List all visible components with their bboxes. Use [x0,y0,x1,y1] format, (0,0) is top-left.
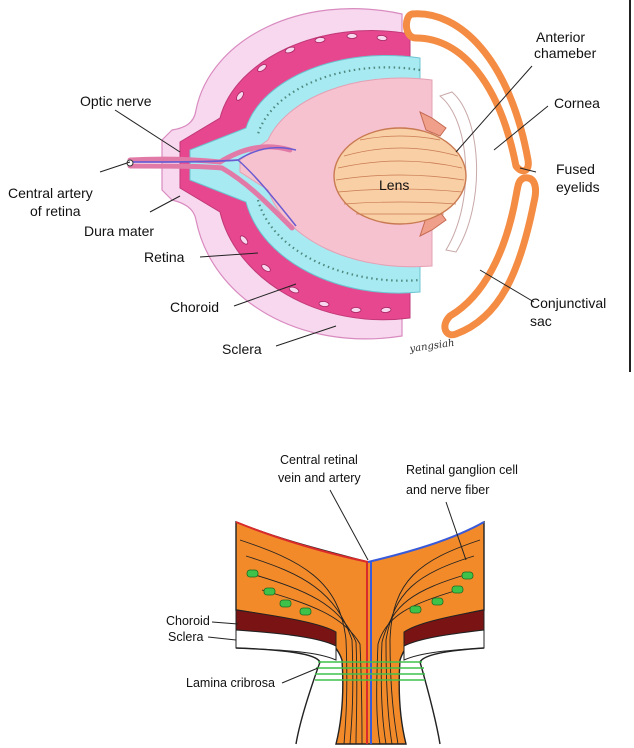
label-cornea: Cornea [554,95,600,111]
ganglion-cells [246,569,474,616]
eye-diagram: Optic nerve Central artery of retina Dur… [8,8,606,357]
choroid-vessels [236,33,392,313]
label-dura-mater: Dura mater [84,223,154,239]
artist-signature: yangsiah [408,338,455,355]
label-anterior-chamber-line2: chameber [534,45,597,61]
label-fused-eyelids-line1: Fused [556,161,595,177]
label-sclera: Sclera [222,341,262,357]
optic-disc-diagram: Central retinal vein and artery Retinal … [166,453,518,745]
artery-surface [235,521,369,563]
retinal-pigment-dots [256,66,421,282]
lamina-cribrosa [315,661,425,681]
label-retina: Retina [144,249,185,265]
eyelids [403,10,540,339]
disc-leader-lines [207,489,467,684]
nerve-sheath-right [419,647,485,745]
label-central-artery-line2: of retina [30,203,81,219]
label-ganglion-line1: Retinal ganglion cell [406,463,518,477]
lens-shape [333,127,467,225]
label-lens: Lens [379,177,409,193]
label-conjunctival-sac-line1: Conjunctival [530,295,606,311]
nerve-fibers [239,539,481,745]
optic-nerve [126,144,297,231]
leader-lines [99,65,549,347]
label-conjunctival-sac-line2: sac [530,313,552,329]
label-central-vessels-line1: Central retinal [280,453,358,467]
label-lamina-cribrosa: Lamina cribrosa [186,676,275,690]
label-anterior-chamber-line1: Anterior [536,29,585,45]
label-ganglion-line2: and nerve fiber [406,483,489,497]
vein-surface [367,521,485,563]
label-disc-choroid: Choroid [166,614,210,628]
cornea-shape [438,91,477,253]
label-central-artery-line1: Central artery [8,185,93,201]
label-fused-eyelids-line2: eyelids [556,179,600,195]
label-choroid: Choroid [170,299,219,315]
label-central-vessels-line2: vein and artery [278,471,361,485]
label-disc-sclera: Sclera [168,630,203,644]
nerve-sheath-left [235,647,321,745]
label-optic-nerve: Optic nerve [80,93,152,109]
